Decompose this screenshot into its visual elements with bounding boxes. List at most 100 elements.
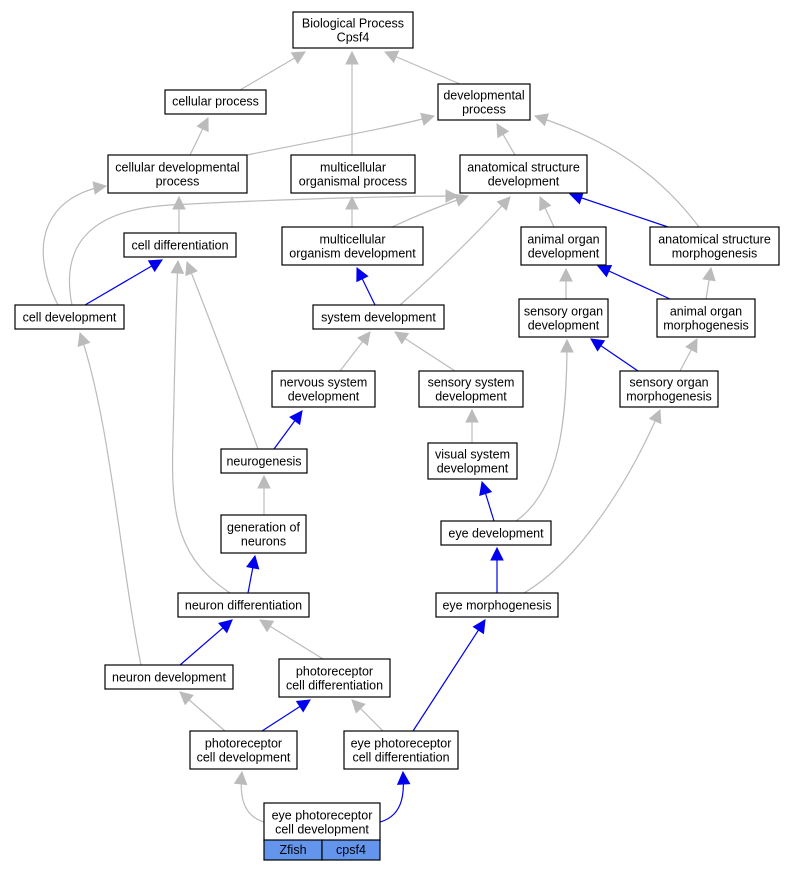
term-label: nervous system: [280, 376, 368, 390]
term-label: development: [528, 247, 600, 261]
edge-is-a: [559, 267, 573, 299]
edge-is-a: [351, 699, 384, 732]
edge-is-a: [239, 51, 306, 91]
edge-part-of: [479, 480, 495, 522]
term-node-neurogenesis[interactable]: neurogenesis: [220, 448, 308, 474]
edge-is-a: [185, 260, 259, 450]
term-label: eye morphogenesis: [442, 599, 551, 613]
term-node-cellular-process[interactable]: cellular process: [164, 89, 267, 115]
edge-part-of: [379, 770, 411, 823]
term-label: eye photoreceptor: [272, 809, 373, 823]
edge-part-of: [261, 699, 311, 732]
edge-is-a: [189, 116, 209, 156]
term-label: morphogenesis: [663, 319, 748, 333]
term-label: process: [156, 175, 200, 189]
edge-is-a: [465, 408, 479, 443]
term-label: neurogenesis: [226, 455, 301, 469]
edge-is-a: [515, 338, 574, 522]
term-label: cellular developmental: [115, 161, 239, 175]
edge-is-a: [233, 770, 265, 823]
term-label: development: [488, 175, 560, 189]
term-label: generation of: [227, 521, 301, 535]
term-label: sensory organ: [524, 305, 603, 319]
term-node-system-development[interactable]: system development: [312, 304, 445, 330]
term-label: system development: [321, 311, 436, 325]
term-label: neurons: [241, 535, 286, 549]
term-label: animal organ: [670, 305, 742, 319]
term-node-cell-development[interactable]: cell development: [14, 304, 125, 330]
term-label: development: [288, 390, 360, 404]
term-label: visual system: [435, 448, 510, 462]
term-node-eye-development[interactable]: eye development: [440, 520, 552, 546]
edge-is-a: [383, 50, 461, 85]
term-label: development: [437, 462, 509, 476]
edge-is-a: [257, 474, 271, 515]
term-node-eye-morphogenesis[interactable]: eye morphogenesis: [435, 592, 559, 618]
edge-part-of: [412, 619, 486, 732]
edge-is-a: [246, 112, 436, 156]
term-node-neuron-differentiation[interactable]: neuron differentiation: [177, 592, 310, 618]
edge-is-a: [179, 691, 226, 732]
edge-part-of: [596, 265, 671, 300]
edge-is-a: [496, 123, 516, 156]
term-node-cell-differentiation[interactable]: cell differentiation: [123, 232, 237, 258]
organism-tag: Zfish: [279, 843, 306, 857]
edge-part-of: [568, 191, 669, 228]
edge-is-a: [42, 181, 108, 306]
term-label: process: [462, 103, 506, 117]
edge-is-a: [679, 338, 698, 372]
edge-is-a: [345, 195, 359, 227]
edge-is-a: [399, 196, 511, 306]
edge-is-a: [68, 189, 460, 306]
term-label: multicellular: [320, 233, 386, 247]
term-label: development: [528, 319, 600, 333]
term-node-neuron-development[interactable]: neuron development: [104, 664, 234, 690]
term-label: sensory organ: [629, 376, 708, 390]
gene-name-tag: cpsf4: [336, 843, 366, 857]
edge-part-of: [245, 554, 260, 594]
term-label: cell development: [197, 751, 291, 765]
term-label: cell differentiation: [131, 239, 228, 253]
term-label: Biological Process: [302, 17, 404, 31]
edge-is-a: [259, 619, 324, 660]
edge-part-of: [356, 266, 376, 306]
term-label: eye development: [448, 527, 544, 541]
term-label: organismal process: [299, 175, 407, 189]
term-label: neuron differentiation: [185, 599, 302, 613]
term-label: development: [435, 390, 507, 404]
term-label: animal organ: [527, 233, 599, 247]
term-label: cell differentiation: [352, 751, 449, 765]
edge-is-a: [702, 266, 716, 300]
term-label: sensory system: [428, 376, 515, 390]
gene-tag: Zfish cpsf4: [263, 839, 381, 861]
edge-part-of: [179, 619, 233, 666]
term-label: anatomical structure: [467, 161, 580, 175]
edge-is-a: [339, 331, 371, 372]
term-label: anatomical structure: [658, 233, 771, 247]
term-label: multicellular: [320, 161, 386, 175]
edge-part-of: [273, 410, 303, 450]
term-label: organism development: [289, 247, 416, 261]
term-label: photoreceptor: [296, 665, 373, 679]
edge-part-of: [590, 338, 639, 372]
